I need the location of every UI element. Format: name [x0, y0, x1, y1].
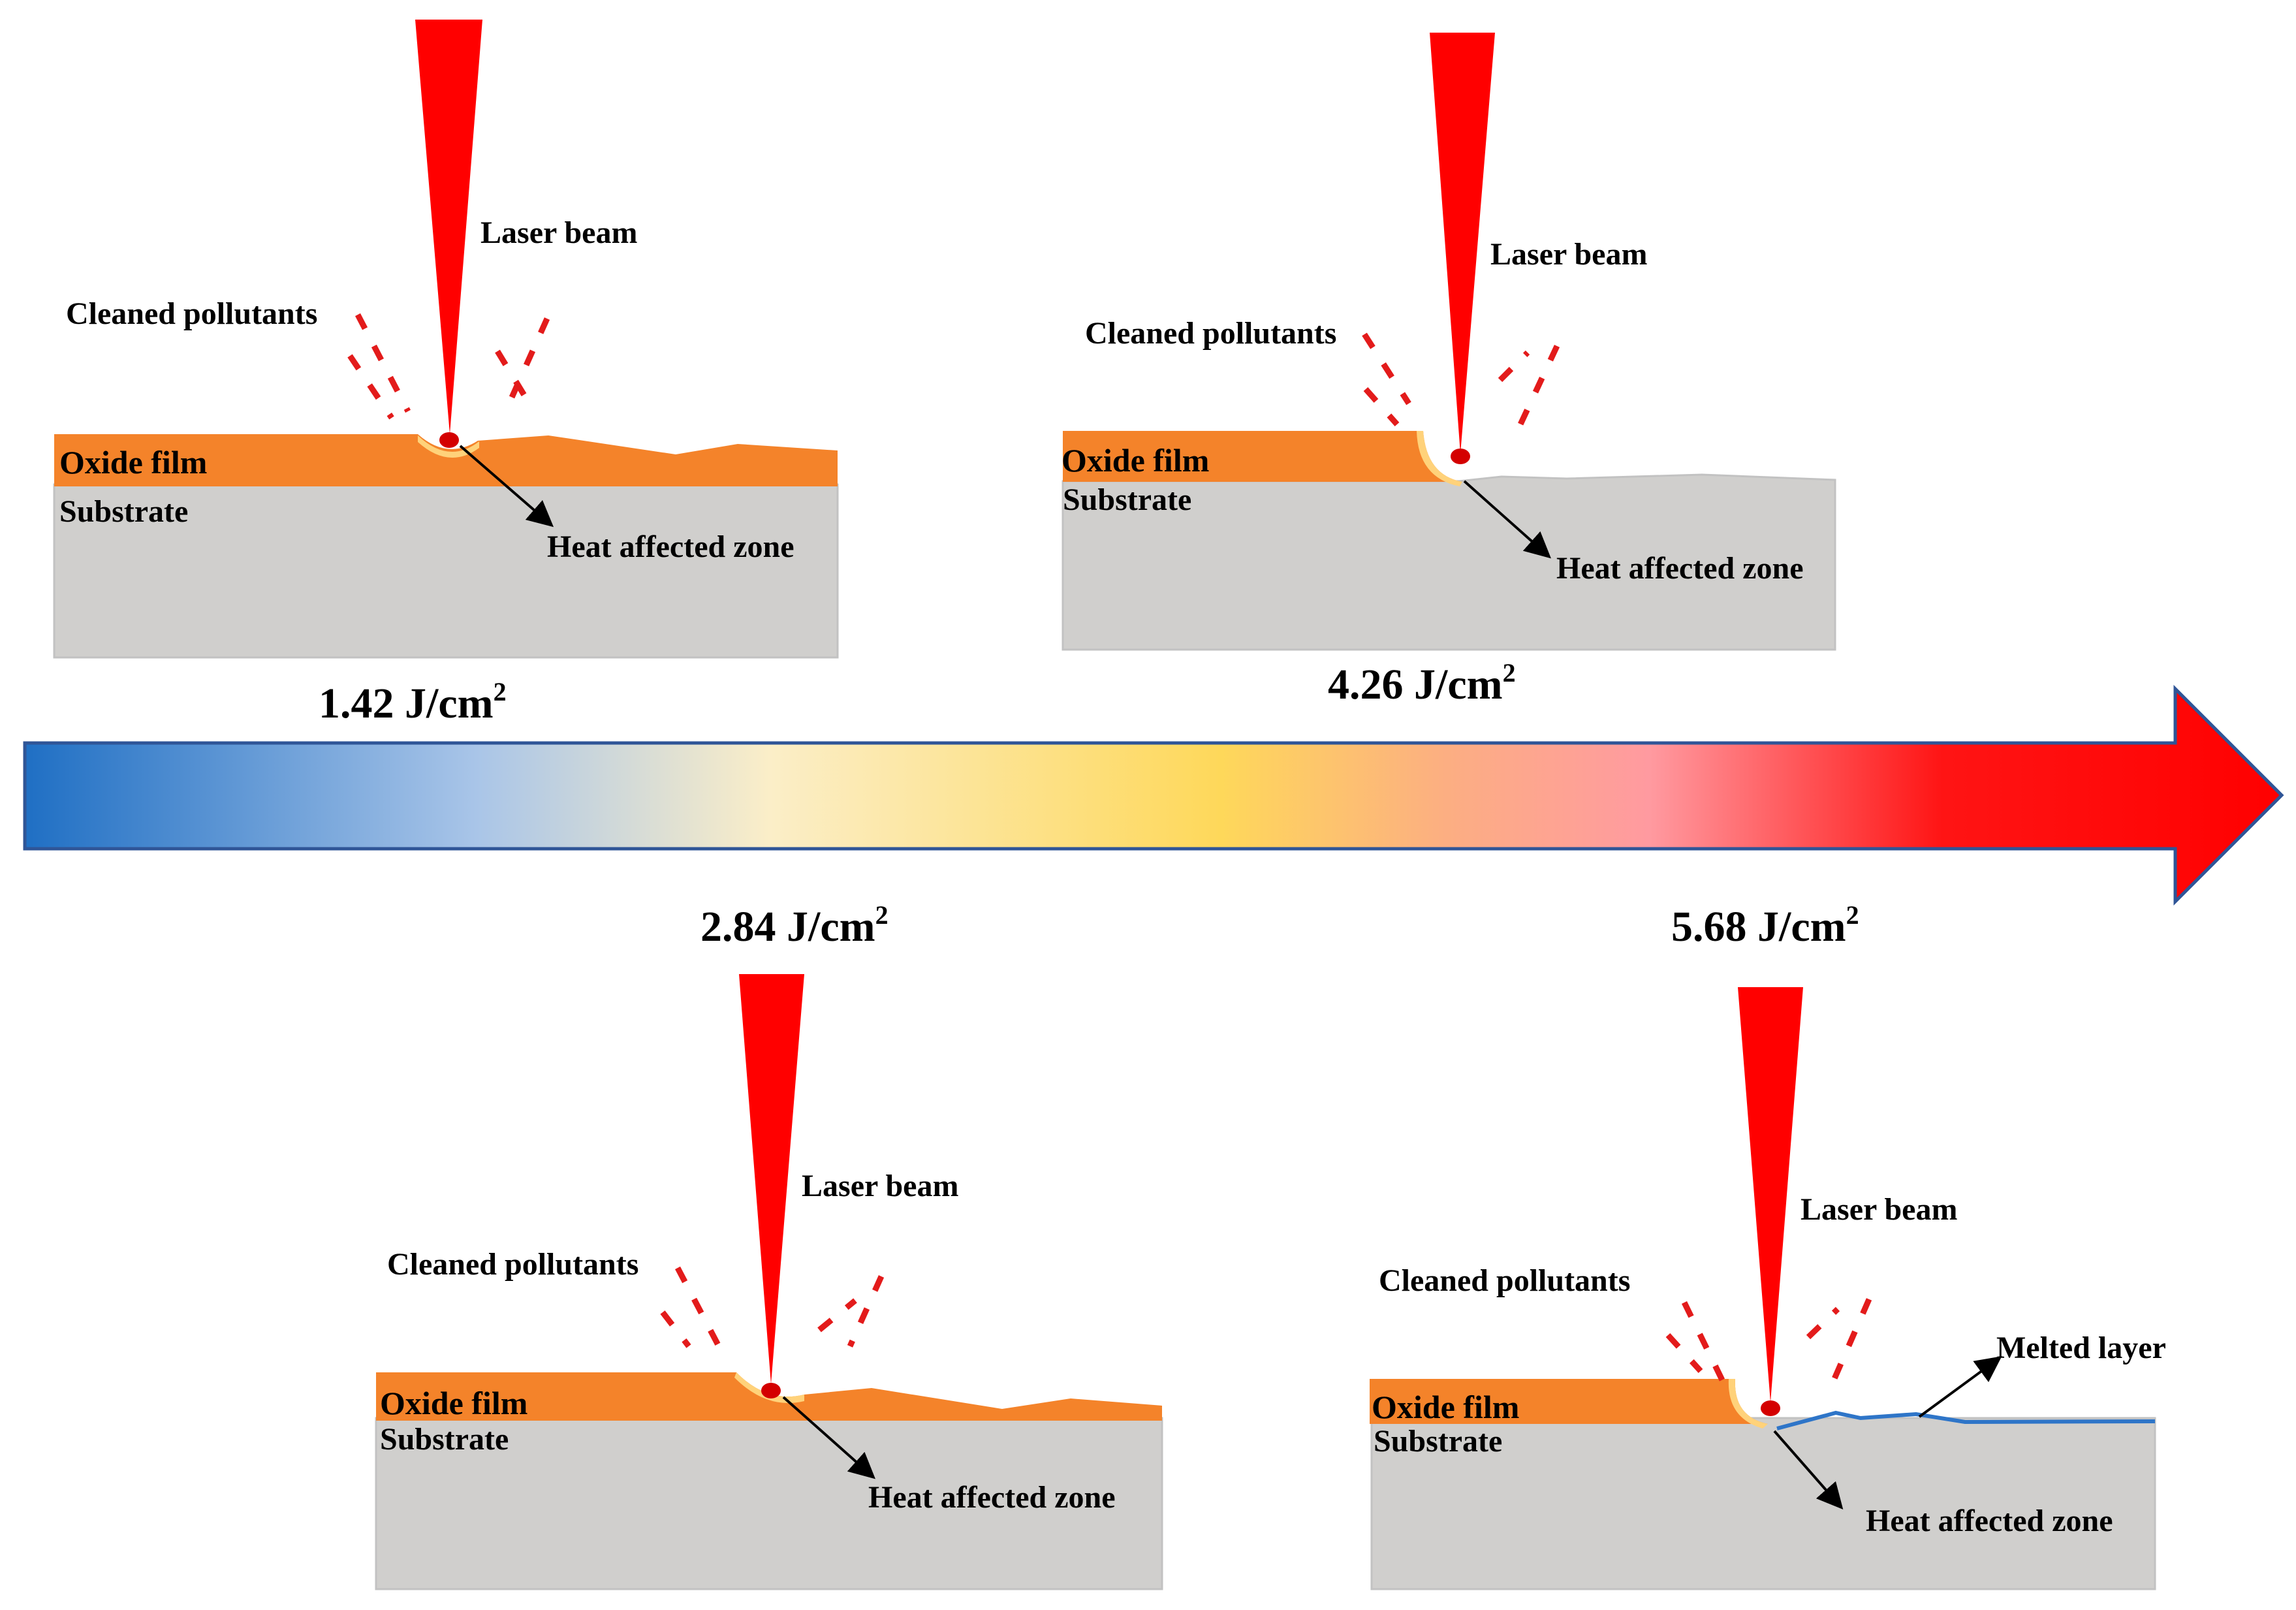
fluence-sup: 2: [494, 677, 507, 706]
oxide-film: [1063, 431, 1462, 482]
substrate-block: [375, 1417, 1163, 1590]
fluence-label-2: 4.26 J/cm2: [1328, 658, 1516, 708]
fluence-label-3: 2.84 J/cm2: [700, 900, 889, 951]
pollutants-label: Cleaned pollutants: [1379, 1263, 1630, 1298]
heat-zone-label: Heat affected zone: [1556, 551, 1804, 586]
substrate-label: Substrate: [380, 1422, 509, 1457]
heat-zone-label: Heat affected zone: [1866, 1504, 2113, 1538]
heat-zone-label: Heat affected zone: [868, 1480, 1116, 1515]
laser-beam: [1430, 33, 1495, 454]
laser-beam: [1738, 987, 1803, 1402]
fluence-value: 1.42 J/cm: [319, 680, 494, 727]
fluence-value: 4.26 J/cm: [1328, 661, 1503, 708]
laser-spot: [761, 1383, 781, 1398]
laser-spot: [1761, 1400, 1780, 1416]
panel-2-84: Laser beam Cleaned pollutants Oxide film…: [375, 900, 1163, 1590]
heat-affected-arc: [1728, 1379, 1768, 1428]
pollutants-label: Cleaned pollutants: [66, 296, 317, 331]
substrate-block: [1062, 473, 1836, 651]
melted-layer-arrow: [1918, 1356, 2002, 1418]
oxide-film-label: Oxide film: [1062, 442, 1209, 479]
heat-zone-arrow: [782, 1396, 875, 1479]
laser-beam-label: Laser beam: [1490, 237, 1647, 272]
substrate-label: Substrate: [1374, 1424, 1502, 1459]
heat-zone-label: Heat affected zone: [547, 529, 794, 564]
fluence-value: 5.68 J/cm: [1671, 903, 1846, 951]
panel-4-26: Laser beam Cleaned pollutants Oxide film…: [1062, 33, 1836, 708]
substrate-block: [53, 483, 839, 659]
laser-beam-label: Laser beam: [480, 215, 637, 250]
pollutants-label: Cleaned pollutants: [1085, 316, 1336, 351]
substrate-label: Substrate: [59, 494, 188, 529]
fluence-sup: 2: [875, 900, 889, 930]
heat-zone-arrow: [1463, 480, 1551, 559]
heat-affected-arc: [418, 435, 479, 458]
oxide-film: [1370, 1379, 1768, 1424]
substrate-label: Substrate: [1063, 482, 1191, 517]
pollutants-label: Cleaned pollutants: [387, 1247, 638, 1282]
panel-1-42: Laser beam Cleaned pollutants Oxide film…: [53, 20, 839, 727]
oxide-film: [54, 434, 838, 486]
laser-spot: [1451, 449, 1470, 464]
pollutant-dashes: [660, 1266, 885, 1348]
oxide-film-label: Oxide film: [59, 444, 207, 481]
heat-zone-arrow: [1773, 1430, 1844, 1510]
laser-beam: [739, 974, 804, 1384]
oxide-film-label: Oxide film: [380, 1385, 527, 1421]
fluence-label-1: 1.42 J/cm2: [319, 677, 507, 727]
fluence-value: 2.84 J/cm: [700, 903, 875, 951]
fluence-sup: 2: [1503, 658, 1516, 687]
substrate-block: [1370, 1417, 2156, 1590]
heat-zone-arrow: [459, 445, 554, 528]
melted-layer-label: Melted layer: [1996, 1331, 2166, 1365]
laser-beam-label: Laser beam: [802, 1169, 958, 1203]
fluence-arrow: [23, 684, 2284, 906]
oxide-film-label: Oxide film: [1372, 1389, 1519, 1425]
pollutant-dashes: [347, 313, 550, 420]
melted-layer-line: [1776, 1410, 2156, 1430]
laser-beam: [415, 20, 482, 434]
pollutant-dashes: [1665, 1298, 1872, 1392]
laser-spot: [439, 432, 459, 448]
fluence-sup: 2: [1846, 900, 1859, 930]
panel-5-68: Laser beam Cleaned pollutants Oxide film…: [1370, 900, 2166, 1590]
heat-affected-arc: [1417, 431, 1462, 486]
pollutant-dashes: [1362, 332, 1560, 435]
fluence-label-4: 5.68 J/cm2: [1671, 900, 1859, 951]
laser-beam-label: Laser beam: [1801, 1192, 1957, 1227]
